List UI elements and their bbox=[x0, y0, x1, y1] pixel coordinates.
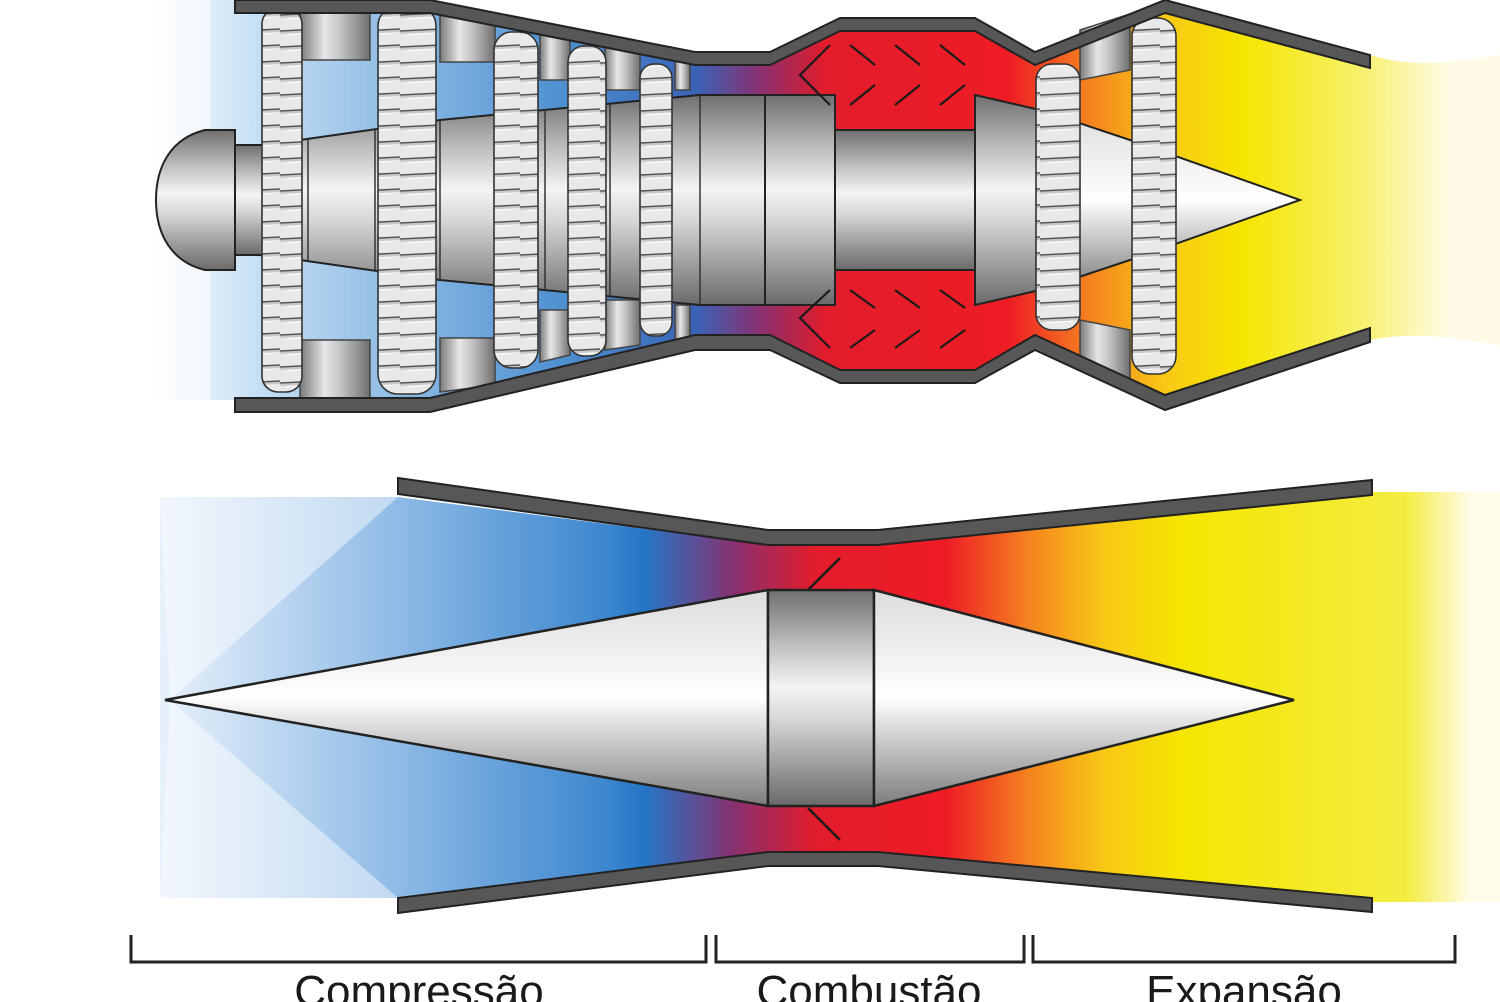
combustion-swirl-marks bbox=[798, 44, 966, 349]
cutaway-engine bbox=[150, 0, 1500, 420]
compressor-rotor-rows bbox=[261, 5, 673, 395]
rotor-row-5 bbox=[639, 63, 673, 337]
bracket-compression bbox=[129, 935, 708, 964]
turbine-row-1 bbox=[1035, 63, 1081, 331]
label-combustion: Combustão bbox=[756, 967, 982, 1002]
nose-spinner bbox=[154, 129, 236, 271]
combustor-shaft bbox=[764, 94, 836, 306]
rotor-row-4 bbox=[567, 45, 607, 357]
bottom-casing bbox=[397, 476, 1373, 915]
rotor-row-3 bbox=[493, 31, 539, 369]
flame-holder-top bbox=[807, 557, 841, 591]
bottom-core-cylinder bbox=[766, 588, 876, 808]
flame-holder-bottom bbox=[807, 807, 841, 841]
section-brackets bbox=[129, 935, 1457, 964]
rotor-row-2 bbox=[377, 5, 437, 395]
label-expansion: Expansão bbox=[1146, 967, 1342, 1002]
rotor-row-1 bbox=[261, 7, 303, 393]
bottom-exhaust-cone bbox=[872, 588, 1295, 808]
bracket-combustion bbox=[714, 935, 1026, 964]
bracket-expansion bbox=[1031, 935, 1457, 964]
top-casing bbox=[234, 0, 1371, 413]
idealised-engine bbox=[160, 476, 1500, 915]
label-compression: Compressão bbox=[294, 967, 544, 1002]
turbine-rotor-rows bbox=[1035, 17, 1177, 375]
turbine-row-2 bbox=[1131, 17, 1177, 375]
